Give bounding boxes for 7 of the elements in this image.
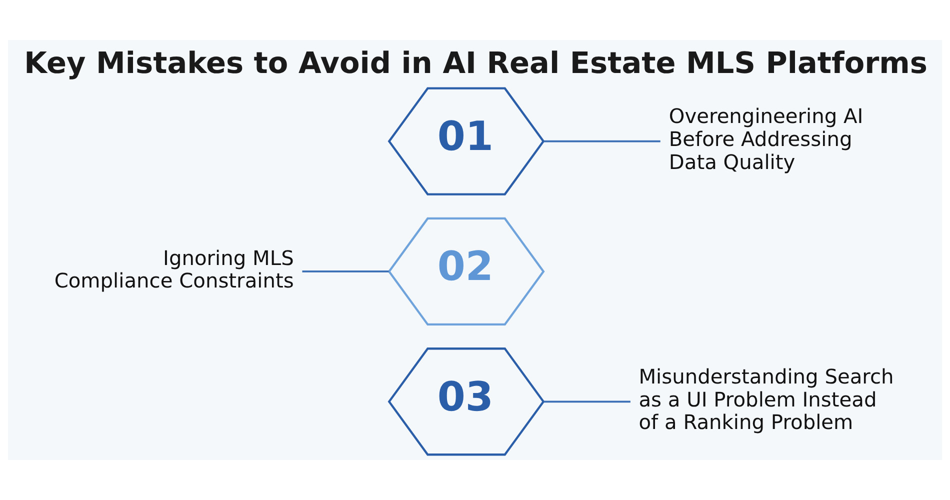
connector: [544, 140, 660, 142]
diagram-title: Key Mistakes to Avoid in AI Real Estate MLS Platforms: [24, 46, 928, 80]
node-text: Ignoring MLS Compliance Constraints: [54, 246, 294, 293]
node-text: Overengineering AI Before Addressing Data Quality: [668, 104, 864, 174]
connector: [302, 270, 389, 272]
node-text: Misunderstanding Search as a UI Problem Instead of a Ranking Problem: [638, 364, 894, 434]
connector: [544, 400, 630, 403]
